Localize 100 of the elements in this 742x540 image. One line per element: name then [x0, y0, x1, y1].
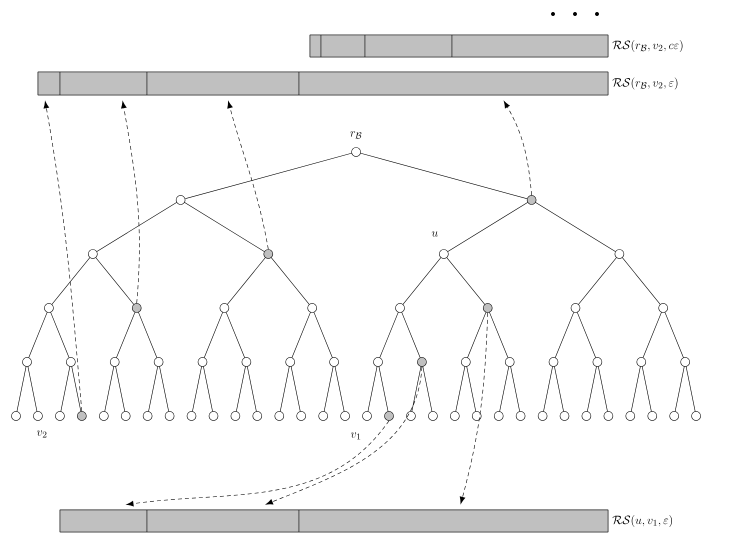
tree-node — [516, 411, 526, 421]
tree-node — [526, 195, 536, 205]
tree-node — [208, 411, 218, 421]
tree-node — [154, 357, 164, 367]
tree-edge — [577, 312, 596, 358]
tree-edge — [422, 366, 432, 412]
tree-edge — [271, 257, 310, 305]
tree-node — [220, 303, 230, 313]
tree-edge — [290, 366, 301, 412]
tree-node — [120, 411, 130, 421]
tree-edge — [378, 366, 388, 412]
tree-edge — [138, 312, 158, 358]
vertex-label: $v_2$ — [36, 430, 46, 438]
bar-segment — [146, 510, 300, 532]
node-label: $\mathcal{RS}(r_{\mathcal{B}}, v_2, \varepsilon)$ — [612, 77, 678, 90]
tree-node — [77, 411, 87, 421]
tree-edge — [192, 366, 202, 412]
tree-node — [99, 411, 109, 421]
tree-edge — [467, 312, 486, 358]
tree-edge — [116, 312, 136, 358]
tree-node — [285, 357, 295, 367]
bar-segment — [60, 510, 148, 532]
tree-node — [560, 411, 570, 421]
tree-node — [648, 411, 658, 421]
tree-edge — [598, 366, 608, 412]
bar-segment — [452, 34, 608, 58]
tree-node — [669, 411, 679, 421]
bar-segment — [146, 72, 300, 96]
tree-edge — [642, 312, 662, 358]
bar-segment — [38, 72, 60, 96]
tree-node — [406, 411, 416, 421]
tree-node — [582, 411, 592, 421]
tree-edge — [71, 366, 82, 412]
tree-edge — [115, 366, 126, 412]
tree-node — [318, 411, 328, 421]
tree-edge — [280, 366, 290, 412]
tree-edge — [292, 312, 311, 358]
tree-node — [570, 303, 580, 313]
tree-edge — [622, 257, 660, 305]
tree-edge — [52, 257, 90, 305]
vertex-label: $v_1$ — [350, 432, 360, 440]
tree-node — [176, 195, 186, 205]
tree-node — [548, 357, 558, 367]
tree-node — [538, 411, 548, 421]
tree-node — [417, 357, 427, 367]
tree-node — [55, 411, 65, 421]
tree-node — [450, 411, 460, 421]
node-label: $\mathcal{RS}(u, v_1, \varepsilon)$ — [612, 514, 672, 527]
tree-edge — [578, 257, 617, 305]
tree-node — [186, 411, 196, 421]
tree-edge — [227, 257, 266, 305]
tree-node: $u$ — [432, 231, 449, 259]
tree-edge — [60, 366, 70, 412]
tree-edge — [28, 312, 48, 358]
tree-node — [614, 249, 624, 259]
tree-edge — [96, 202, 177, 252]
tree-node — [164, 411, 174, 421]
tree-node — [22, 357, 32, 367]
tree-edge — [324, 366, 334, 412]
bar-segment — [364, 34, 452, 58]
tree-edge — [543, 366, 553, 412]
tree-node — [482, 303, 492, 313]
tree-node — [373, 357, 383, 367]
tree-edge — [535, 202, 616, 252]
tree-edge — [555, 312, 574, 358]
dashed-arrow — [227, 101, 269, 250]
tree-edge — [96, 257, 134, 305]
tree-node — [329, 357, 339, 367]
tree-edge — [203, 366, 213, 412]
dashed-arrow — [460, 312, 488, 504]
tree-node — [11, 411, 21, 421]
dashed-arrow — [266, 366, 422, 505]
tree-node — [636, 357, 646, 367]
tree-node — [384, 411, 394, 421]
node-label: $\mathcal{RS}(r_{\mathcal{B}}, v_2, c\varepsilon)$ — [612, 40, 682, 52]
tree-edge — [28, 366, 38, 412]
tree-edge — [159, 366, 169, 412]
tree-edge — [148, 366, 158, 412]
tree-edge — [554, 366, 564, 412]
tree-node — [428, 411, 438, 421]
tree-edge — [664, 312, 684, 358]
tree-node — [658, 303, 668, 313]
tree-edge — [499, 366, 510, 412]
tree-edge — [204, 312, 223, 358]
dashed-arrow — [126, 420, 390, 506]
tree-edge — [368, 366, 378, 412]
tree-edge — [360, 152, 528, 200]
tree-node — [362, 411, 372, 421]
tree-edge — [334, 366, 344, 412]
node-label: $r_{\mathcal{B}}$ — [350, 131, 362, 139]
tree-node — [461, 357, 471, 367]
tree-edge — [226, 312, 245, 358]
tree-node — [395, 303, 405, 313]
tree-node — [132, 303, 142, 313]
tree-edge — [510, 366, 520, 412]
tree-edge — [686, 366, 696, 412]
tree-node — [504, 357, 514, 367]
tree-edge — [16, 366, 26, 412]
tree-node — [340, 411, 350, 421]
tree-node — [110, 357, 120, 367]
